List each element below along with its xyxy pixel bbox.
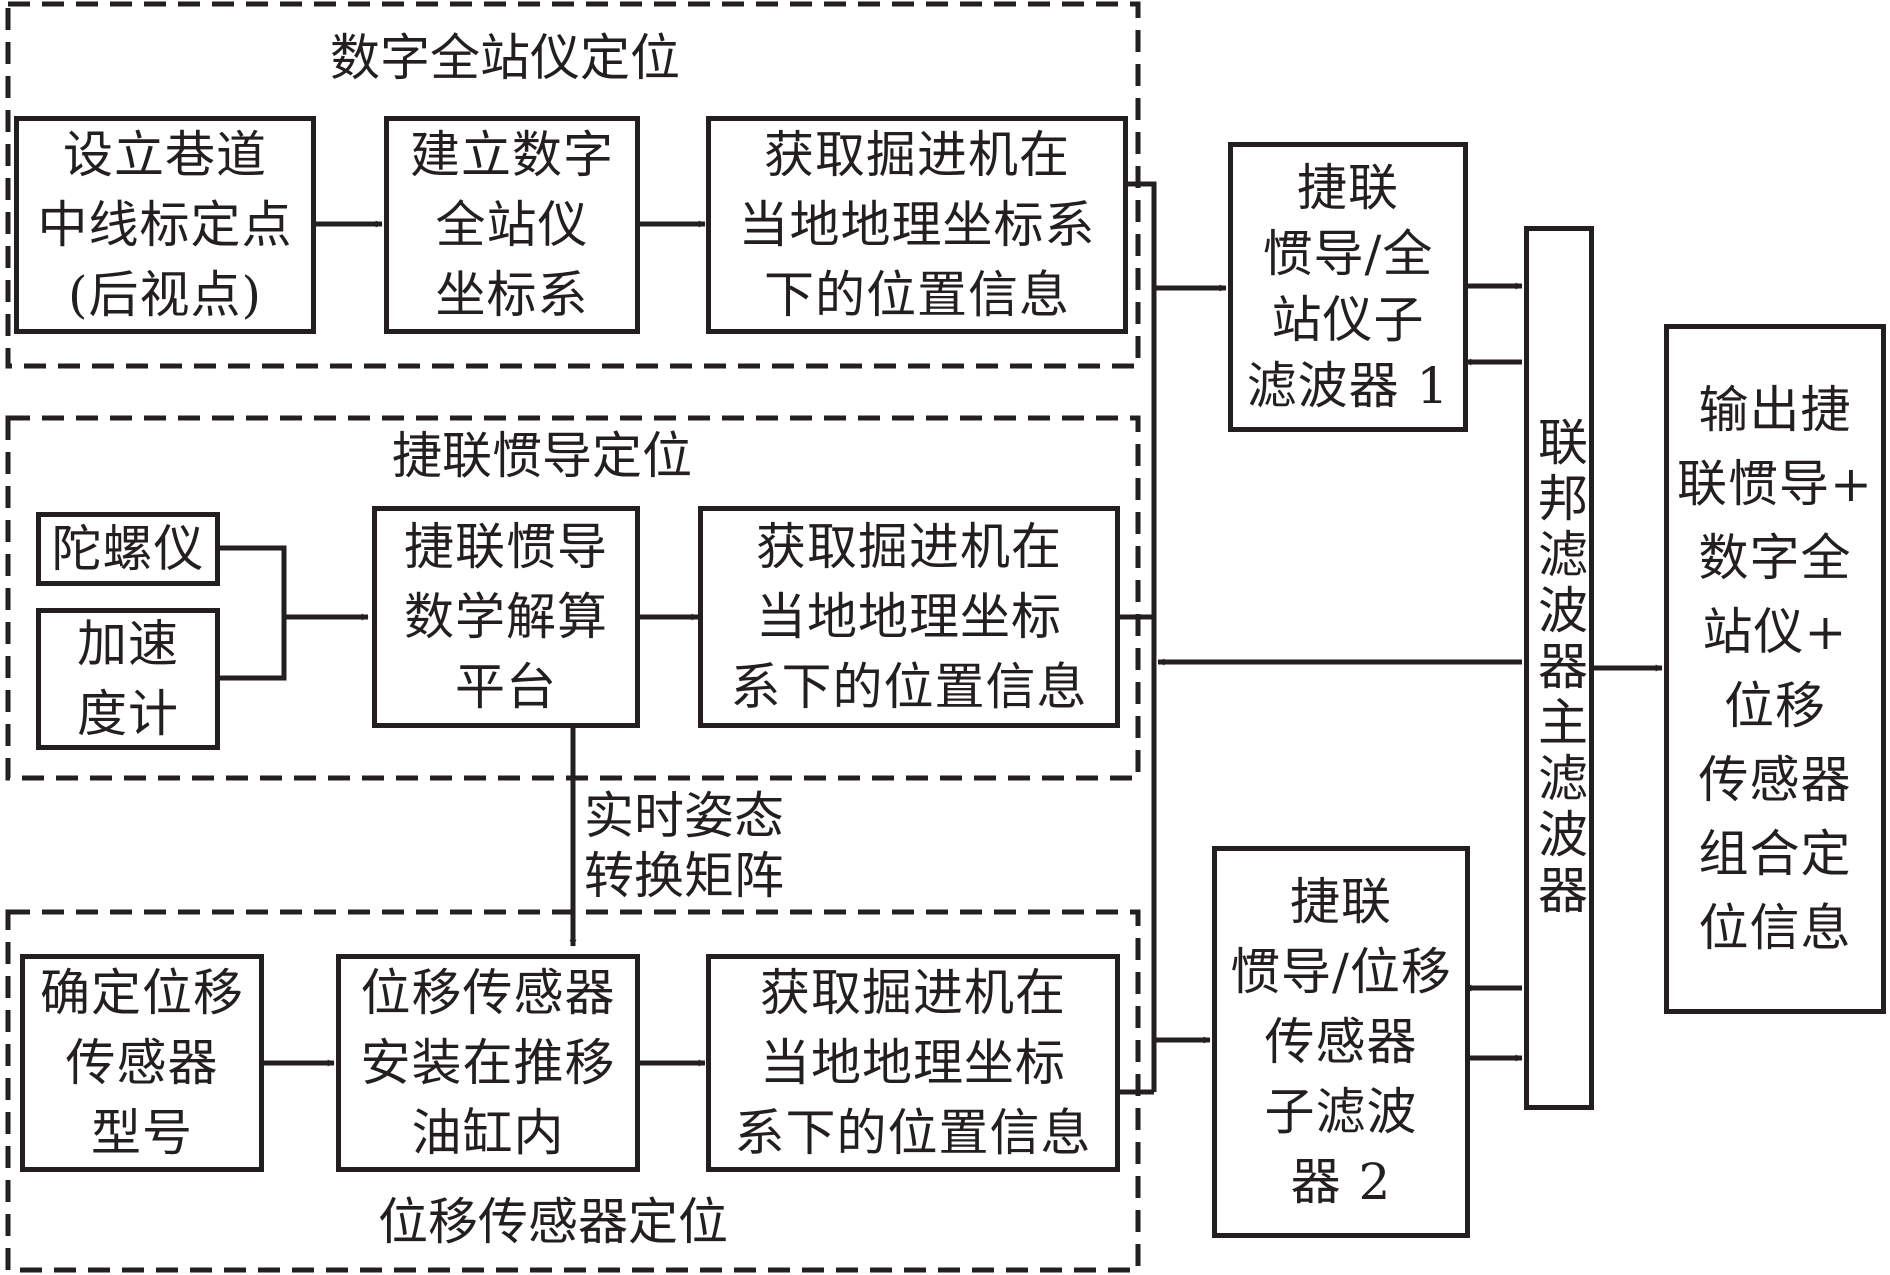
node-build-ts: 建立数字 全站仪 坐标系: [384, 116, 640, 334]
node-sensor-type: 确定位移 传感器 型号: [20, 954, 264, 1172]
node-gyro: 陀螺仪: [36, 512, 220, 586]
node-ins-platform: 捷联惯导 数学解算 平台: [372, 506, 640, 728]
group-title-strapdown: 捷联惯导定位: [392, 427, 692, 485]
node-subfilter1: 捷联 惯导/全 站仪子 滤波器 1: [1228, 142, 1468, 432]
connector-gyro: [217, 545, 287, 681]
node-subfilter2: 捷联 惯导/位移 传感器 子滤波 器 2: [1212, 846, 1470, 1238]
node-master-filter: 联邦滤波器主滤波器: [1524, 226, 1594, 1110]
node-output: 输出捷 联惯导+ 数字全 站仪+ 位移 传感器 组合定 位信息: [1664, 324, 1886, 1014]
group-title-displacement: 位移传感器定位: [378, 1193, 728, 1251]
node-accel: 加速 度计: [36, 608, 220, 750]
node-pos-ts: 获取掘进机在 当地地理坐标系 下的位置信息: [706, 116, 1128, 334]
node-pos-disp: 获取掘进机在 当地地理坐标 系下的位置信息: [706, 954, 1120, 1172]
node-sensor-install: 位移传感器 安装在推移 油缸内: [336, 954, 640, 1172]
group-title-total-station: 数字全站仪定位: [330, 29, 680, 87]
node-pos-ins: 获取掘进机在 当地地理坐标 系下的位置信息: [698, 506, 1120, 728]
master-filter-label: 联邦滤波器主滤波器: [1530, 416, 1588, 920]
label-attitude-matrix: 实时姿态 转换矩阵: [584, 787, 784, 905]
node-set-points: 设立巷道 中线标定点 (后视点): [14, 116, 316, 334]
